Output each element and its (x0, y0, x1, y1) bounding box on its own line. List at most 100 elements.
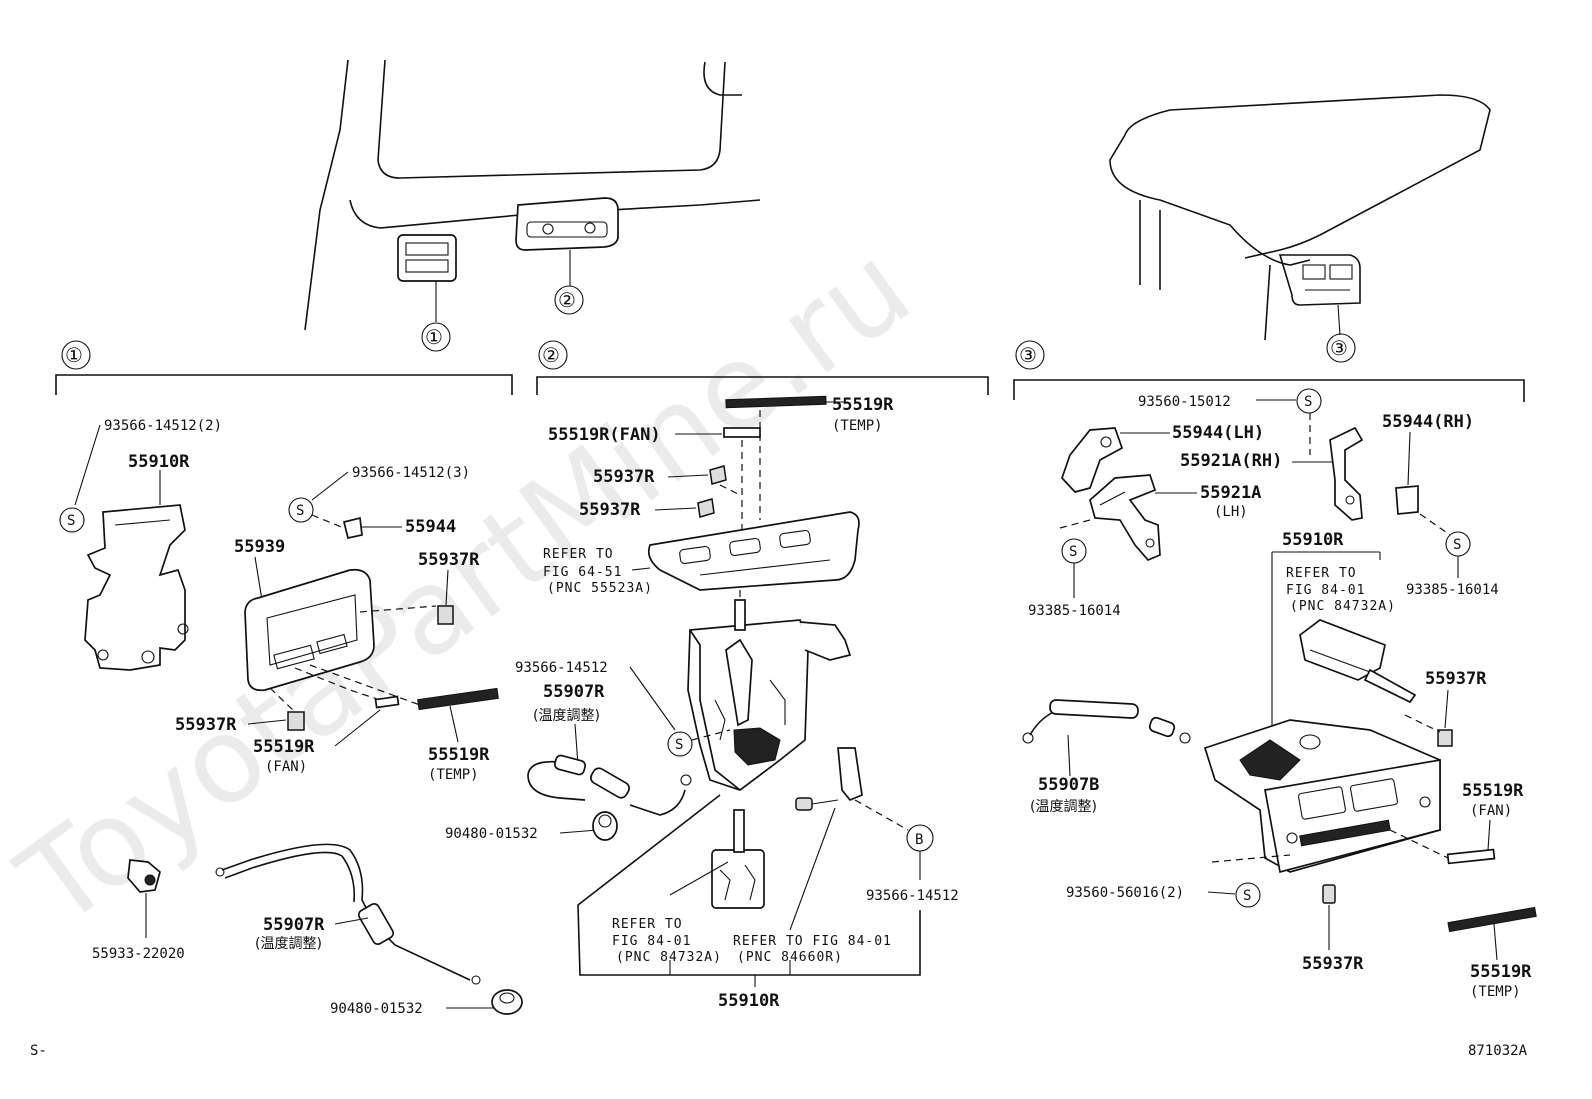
callout-b: B (906, 824, 934, 852)
label-93566-14512-3: 93566-14512(3) (352, 465, 470, 481)
label-temp-adj-s3: (温度調整) (1030, 799, 1097, 815)
strip-temp (417, 687, 499, 711)
label-55944: 55944 (405, 517, 456, 537)
label-55907R-s1: 55907R (263, 915, 325, 935)
label-55910R-s2: 55910R (718, 991, 780, 1011)
svg-text:①: ① (425, 325, 443, 349)
label-refer-to-s2a: REFER TO (543, 547, 614, 562)
screw-symbol-s3: S (667, 731, 693, 757)
svg-text:S: S (1243, 888, 1251, 904)
cable-55907R-s2 (527, 754, 692, 816)
label-fan: (FAN) (265, 759, 307, 775)
svg-text:S: S (1453, 537, 1461, 553)
label-55921A: 55921A (1200, 483, 1261, 503)
section-2-header: ② (536, 340, 989, 395)
label-55937R-a-s2: 55937R (593, 467, 655, 487)
label-55937R-b: 55937R (175, 715, 237, 735)
label-55519R-temp-s2: 55519R (832, 395, 894, 415)
label-93560-56016: 93560-56016(2) (1066, 885, 1184, 901)
label-pnc-84660R: (PNC 84660R) (737, 950, 843, 965)
knob-55937R-b-s2 (697, 498, 715, 518)
svg-text:S: S (1069, 544, 1077, 560)
label-pnc-84732A-s2: (PNC 84732A) (616, 950, 722, 965)
label-temp-s2: (TEMP) (832, 418, 883, 434)
label-pnc-84732A-s3: (PNC 84732A) (1290, 599, 1396, 614)
label-fig-64-51: FIG 64-51 (543, 565, 622, 580)
clip-55933-22020 (127, 859, 161, 893)
label-pnc-55523A: (PNC 55523A) (547, 581, 653, 596)
label-93566-14512-s2: 93566-14512 (515, 660, 608, 676)
label-93385-16014-a: 93385-16014 (1028, 603, 1121, 619)
label-temp-s3: (TEMP) (1470, 984, 1521, 1000)
label-55937R-b-s2: 55937R (579, 500, 641, 520)
label-lh: (LH) (1214, 504, 1248, 520)
label-55910R: 55910R (128, 452, 190, 472)
svg-text:S: S (1304, 394, 1312, 410)
label-refer-to-s3: REFER TO (1286, 566, 1357, 581)
label-55519R-fan-s2: 55519R(FAN) (548, 425, 661, 445)
cable-55907R-s1 (215, 843, 481, 985)
label-55939: 55939 (234, 537, 285, 557)
strip-fan-s2 (723, 427, 761, 438)
knob-55937R-a-s3 (1437, 729, 1453, 747)
callout-3-top: ③ (1326, 333, 1356, 363)
footer-code: 871032A (1468, 1043, 1528, 1059)
label-temp-adj-s1: (温度調整) (255, 936, 322, 952)
label-90480-01532-s2: 90480-01532 (445, 826, 538, 842)
clip-55944-lh (1061, 427, 1124, 493)
screw-symbol-s7: S (1235, 882, 1261, 908)
svg-text:S: S (296, 503, 304, 519)
knob-55937R-b-s3 (1322, 884, 1336, 904)
knob-55937R-a (437, 605, 454, 625)
footer-left: S- (30, 1043, 47, 1059)
grommet-90480-01532-s1 (491, 989, 523, 1015)
screw-symbol-s2: S (288, 497, 314, 523)
fan-switch-s2 (711, 809, 765, 909)
section-1-header: ① (55, 340, 513, 395)
label-55944-lh: 55944(LH) (1172, 423, 1264, 443)
label-fig-84-01-s2: FIG 84-01 (612, 934, 691, 949)
label-55519R-temp-s3: 55519R (1470, 962, 1532, 982)
strip-fan (374, 695, 400, 709)
screw-symbol-s5: S (1061, 538, 1087, 564)
cable-55907B (1022, 699, 1191, 744)
strip-temp-s2 (725, 395, 827, 409)
svg-text:③: ③ (1019, 343, 1037, 367)
svg-text:S: S (67, 513, 75, 529)
strip-fan-s3 (1446, 848, 1496, 865)
cover-plate-s2 (647, 511, 860, 591)
label-55937R-a-s3: 55937R (1425, 669, 1487, 689)
label-55519R-fan-s3: 55519R (1462, 781, 1524, 801)
svg-text:S: S (675, 737, 683, 753)
label-55519R-temp: 55519R (428, 745, 490, 765)
label-refer-to-fig-84-01-s2: REFER TO FIG 84-01 (733, 934, 892, 949)
callout-2-top: ② (554, 285, 584, 315)
label-temp-adj-s2: (温度調整) (533, 708, 600, 724)
section-3-header: ③ (1013, 340, 1525, 402)
panel-55939 (244, 568, 375, 692)
control-unit-s2 (687, 599, 852, 791)
knob-55937R-a-s2 (709, 465, 727, 485)
label-fan-s3: (FAN) (1470, 803, 1512, 819)
section-1: 93566-14512(2) S 55910R 93566-14512(3) S… (59, 418, 523, 1017)
control-unit-s3 (1203, 719, 1441, 874)
label-93566-14512-b-s2: 93566-14512 (866, 888, 959, 904)
label-93385-16014-b: 93385-16014 (1406, 582, 1499, 598)
svg-text:B: B (915, 832, 923, 848)
svg-text:②: ② (558, 288, 576, 312)
screw-symbol-s6: S (1445, 531, 1471, 557)
bracket-55921A-lh (1089, 474, 1161, 562)
fan-switch-s3 (1299, 619, 1417, 704)
knob-55937R-b (287, 711, 305, 731)
section-2: 55519R (TEMP) 55519R(FAN) 55937R 55937R … (445, 395, 959, 1011)
svg-text:①: ① (65, 343, 83, 367)
callout-1-top: ① (421, 322, 451, 352)
grommet-90480-01532-s2 (592, 811, 618, 841)
svg-text:③: ③ (1330, 336, 1348, 360)
vehicle-front-view (304, 59, 761, 331)
label-55921A-rh: 55921A(RH) (1180, 451, 1282, 471)
label-93560-15012: 93560-15012 (1138, 394, 1231, 410)
bracket-55910R (84, 504, 189, 671)
strip-temp-s3 (1447, 906, 1537, 933)
